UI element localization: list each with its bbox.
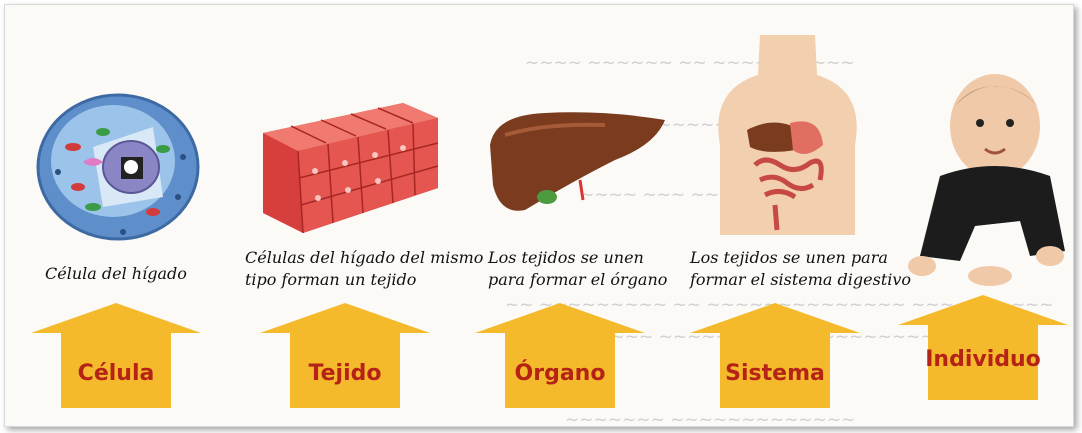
caption-tissue-line2: tipo forman un tejido: [245, 270, 417, 289]
arrow-cell-label: Célula: [77, 361, 155, 386]
liver-organ-illustration: [485, 105, 675, 225]
caption-organ-line2: para formar el órgano: [488, 270, 668, 289]
caption-organ-line1: Los tejidos se unen: [488, 248, 644, 267]
arrow-tissue-label: Tejido: [308, 361, 382, 386]
digestive-system-illustration: [705, 35, 870, 235]
baby-photo: [900, 61, 1070, 291]
arrow-organ-label: Órgano: [514, 361, 606, 386]
arrow-tissue: Tejido: [260, 303, 430, 408]
caption-system-line1: Los tejidos se unen para: [690, 248, 888, 267]
background-text: ~~~~~~~ ~~~~~~~~~~~~~: [565, 410, 856, 427]
liver-cell-illustration: [33, 87, 203, 242]
caption-cell: Célula del hígado: [45, 263, 187, 285]
diagram-frame: ~~~~ ~~~~~~ ~~ ~~~~~~~~~~ ~ ~~~~~~~~ ~~~…: [4, 4, 1074, 427]
up-arrow-icon: [31, 303, 201, 408]
arrow-organ: Órgano: [475, 303, 645, 408]
arrow-system: Sistema: [690, 303, 860, 408]
up-arrow-icon: [898, 295, 1068, 400]
arrow-individual-label: Individuo: [925, 347, 1041, 372]
caption-system-line2: formar el sistema digestivo: [690, 270, 912, 289]
arrow-system-label: Sistema: [725, 361, 825, 386]
caption-cell-text: Célula del hígado: [45, 264, 187, 283]
caption-system: Los tejidos se unen para formar el siste…: [690, 247, 911, 291]
arrow-individual: Individuo: [898, 295, 1068, 400]
arrow-cell: Célula: [31, 303, 201, 408]
caption-tissue: Células del hígado del mismo tipo forman…: [245, 247, 483, 291]
up-arrow-icon: [475, 303, 645, 408]
liver-tissue-illustration: [253, 93, 443, 238]
up-arrow-icon: [260, 303, 430, 408]
up-arrow-icon: [690, 303, 860, 408]
caption-tissue-line1: Células del hígado del mismo: [245, 248, 484, 267]
caption-organ: Los tejidos se unen para formar el órgan…: [488, 247, 667, 291]
